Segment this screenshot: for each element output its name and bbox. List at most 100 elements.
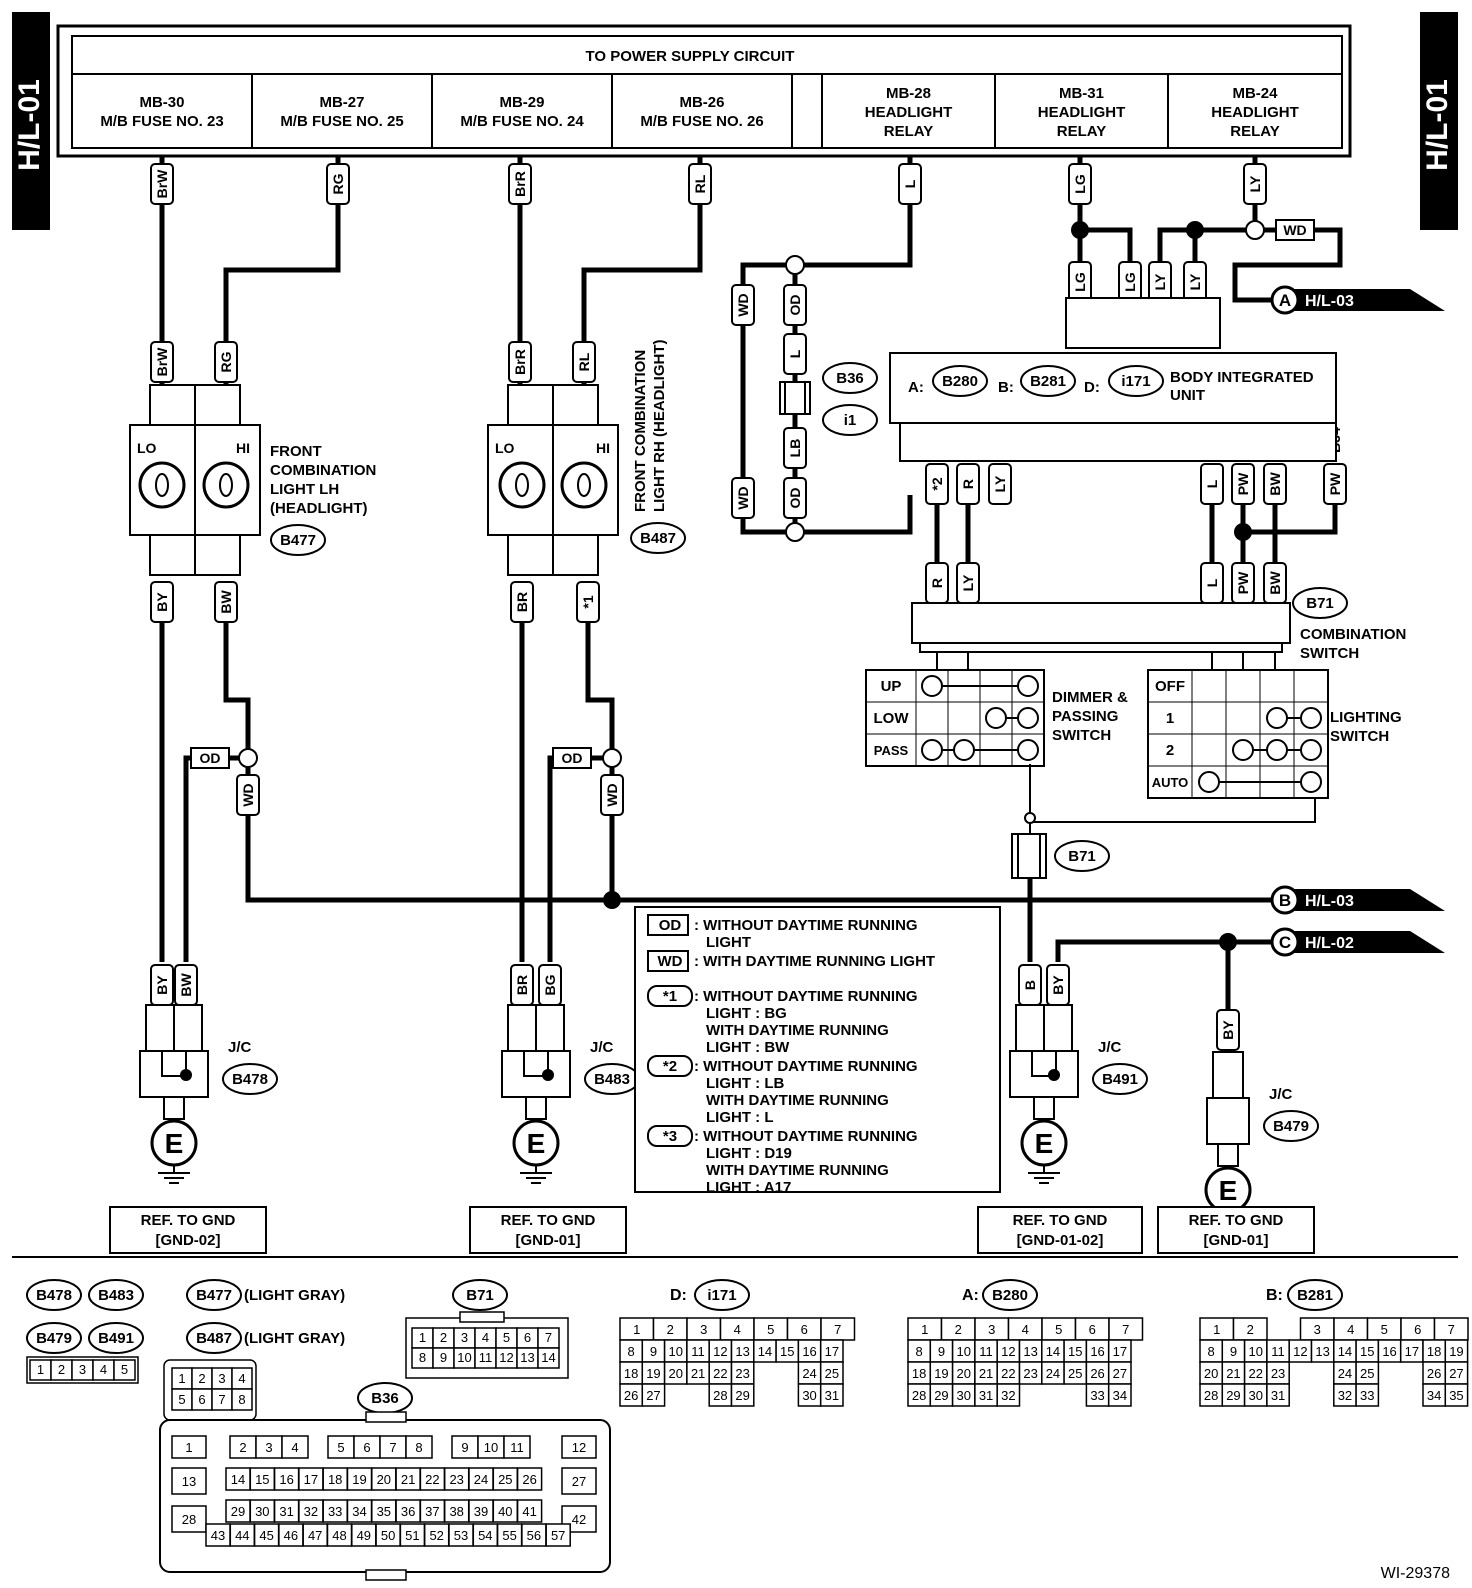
pin-number: 25 — [1068, 1366, 1082, 1381]
svg-text:LY: LY — [1187, 273, 1203, 290]
svg-text:L: L — [1204, 578, 1220, 587]
body-integrated-unit: A: B: D: BODY INTEGRATED UNIT — [889, 352, 1337, 462]
pin-number: 30 — [1249, 1388, 1263, 1403]
pin-number: 14 — [541, 1350, 555, 1365]
svg-text:30: 30 — [255, 1504, 269, 1519]
pin-number: 2 — [440, 1330, 447, 1345]
pin-number: 3 — [218, 1371, 225, 1386]
svg-text:15: 15 — [255, 1472, 269, 1487]
svg-text:LIGHT : L: LIGHT : L — [706, 1109, 774, 1126]
svg-text:WITH DAYTIME RUNNING: WITH DAYTIME RUNNING — [706, 1092, 889, 1109]
pin-number: 32 — [1001, 1388, 1015, 1403]
biu-top-connector — [1065, 297, 1221, 349]
pin-number: 1 — [178, 1371, 185, 1386]
wire-tag: OD — [552, 747, 592, 769]
pin-number: 12 — [1293, 1344, 1307, 1359]
pin-number: 5 — [121, 1362, 128, 1377]
wire-tag: BY — [1216, 1009, 1240, 1051]
pin-number: 5 — [503, 1330, 510, 1345]
pin-number: 19 — [1449, 1344, 1463, 1359]
svg-text:21: 21 — [401, 1472, 415, 1487]
svg-text:26: 26 — [522, 1472, 536, 1487]
svg-text:E: E — [1219, 1175, 1238, 1206]
svg-text:B281: B281 — [1297, 1287, 1333, 1304]
wire-tag: RL — [572, 341, 596, 383]
svg-text:LG: LG — [1072, 174, 1088, 194]
svg-text:*2: *2 — [929, 477, 945, 490]
page-tag-right: H/L-01 — [1420, 12, 1458, 230]
pin-number: 7 — [545, 1330, 552, 1345]
dimmer-label: DIMMER & PASSING SWITCH — [1052, 689, 1128, 744]
wire-tag: PW — [1323, 463, 1347, 505]
pin-number: 4 — [100, 1362, 107, 1377]
svg-text:36: 36 — [401, 1504, 415, 1519]
pin-number: 6 — [524, 1330, 531, 1345]
wire-tag: WD — [731, 284, 755, 326]
lo-label: LO — [137, 440, 157, 456]
svg-text:B491: B491 — [1102, 1071, 1138, 1088]
svg-text:25: 25 — [498, 1472, 512, 1487]
pin-number: 2 — [1247, 1322, 1254, 1337]
pin-number: 26 — [1090, 1366, 1104, 1381]
connector-id: i1 — [822, 404, 878, 436]
power-cell-label: MB-24 — [1232, 85, 1278, 102]
svg-text:29: 29 — [231, 1504, 245, 1519]
pin-number: 19 — [934, 1366, 948, 1381]
dimmer-row-label: UP — [881, 678, 902, 695]
svg-text:50: 50 — [381, 1528, 395, 1543]
svg-text:OD: OD — [787, 295, 803, 316]
svg-text:(LIGHT GRAY): (LIGHT GRAY) — [244, 1287, 345, 1304]
svg-text:10: 10 — [484, 1440, 498, 1455]
svg-text:i171: i171 — [1121, 373, 1150, 390]
pin-number: 4 — [238, 1371, 245, 1386]
svg-text:SWITCH: SWITCH — [1330, 728, 1389, 745]
svg-text:PW: PW — [1235, 472, 1251, 495]
pin-number: 13 — [1023, 1344, 1037, 1359]
svg-text:B491: B491 — [98, 1330, 134, 1347]
pin-number: 4 — [734, 1322, 741, 1337]
wire-tag: BrR — [508, 341, 532, 383]
svg-text:32: 32 — [304, 1504, 318, 1519]
svg-text:A: A — [1279, 291, 1291, 310]
svg-text:B477: B477 — [280, 532, 316, 549]
svg-text:WD: WD — [735, 486, 751, 509]
svg-text:[GND-01]: [GND-01] — [515, 1232, 580, 1249]
svg-text:BrR: BrR — [512, 349, 528, 375]
svg-text:SWITCH: SWITCH — [1052, 727, 1111, 744]
svg-text:DIMMER &: DIMMER & — [1052, 689, 1128, 706]
svg-text:B483: B483 — [98, 1287, 134, 1304]
svg-text:i1: i1 — [844, 412, 857, 429]
svg-text:UNIT: UNIT — [1170, 387, 1205, 404]
pin-number: 13 — [1315, 1344, 1329, 1359]
wire-tag: R — [925, 562, 949, 604]
svg-text:BR: BR — [514, 592, 530, 612]
svg-text:48: 48 — [332, 1528, 346, 1543]
svg-text:52: 52 — [429, 1528, 443, 1543]
pin-number: 10 — [457, 1350, 471, 1365]
junction-dots — [180, 221, 1252, 1081]
wire-tag: L — [783, 333, 807, 375]
svg-text:24: 24 — [474, 1472, 488, 1487]
svg-text:OD: OD — [562, 750, 583, 766]
svg-text:B479: B479 — [36, 1330, 72, 1347]
svg-text:PW: PW — [1327, 472, 1343, 495]
jc-label: J/C — [228, 1039, 252, 1056]
pin-number: 7 — [218, 1392, 225, 1407]
pin-number: 1 — [921, 1322, 928, 1337]
power-cell-label: M/B FUSE NO. 24 — [460, 113, 584, 130]
connector-id: B280 — [932, 365, 988, 397]
svg-text:H/L-03: H/L-03 — [1305, 893, 1354, 910]
b71-pin7-connector — [1011, 833, 1047, 879]
svg-text:56: 56 — [527, 1528, 541, 1543]
pin-number: 11 — [979, 1344, 993, 1359]
svg-text:R: R — [960, 479, 976, 489]
pin-number: 27 — [1113, 1366, 1127, 1381]
pin-number: 7 — [834, 1322, 841, 1337]
svg-text:41: 41 — [522, 1504, 536, 1519]
svg-text:LB: LB — [787, 439, 803, 458]
pin-number: 4 — [1347, 1322, 1354, 1337]
svg-text:37: 37 — [425, 1504, 439, 1519]
